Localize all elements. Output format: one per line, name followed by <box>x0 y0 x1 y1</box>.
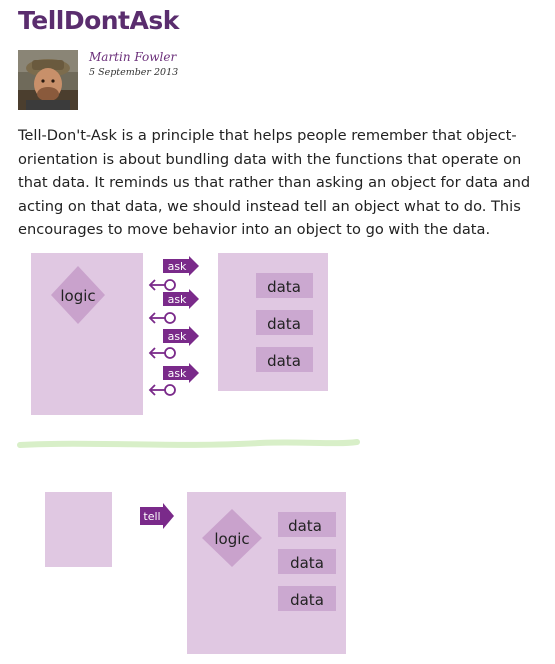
return-arrow <box>148 384 176 396</box>
logic-diamond <box>51 266 105 324</box>
data-block <box>278 586 336 611</box>
ask-label: ask <box>168 260 187 273</box>
ask-arrow: ask <box>163 256 199 276</box>
page-title: TellDontAsk <box>18 6 179 35</box>
ask-arrow: ask <box>163 326 199 346</box>
data-label: data <box>290 591 324 609</box>
data-block <box>278 549 336 574</box>
ask-label: ask <box>168 330 187 343</box>
ask-arrow: ask <box>163 363 199 383</box>
return-arrow <box>148 312 176 324</box>
tell-arrow: tell <box>140 503 174 529</box>
data-label: data <box>267 315 301 333</box>
data-label: data <box>288 517 322 535</box>
author-name[interactable]: Martin Fowler <box>89 50 177 64</box>
data-block <box>256 347 313 372</box>
intro-paragraph: Tell-Don't-Ask is a principle that helps… <box>18 127 531 239</box>
data-label: data <box>267 352 301 370</box>
logic-label: logic <box>214 530 249 548</box>
caller-box <box>45 492 112 567</box>
data-block <box>256 310 313 335</box>
data-label: data <box>290 554 324 572</box>
data-block <box>256 273 313 298</box>
return-arrow <box>148 347 176 359</box>
ask-label: ask <box>168 293 187 306</box>
tell-dont-ask-diagram: logic data data data ask ask ask ask <box>17 253 360 654</box>
tell-label: tell <box>143 510 160 523</box>
ask-arrow: ask <box>163 289 199 309</box>
publish-date: 5 September 2013 <box>89 67 179 78</box>
logic-diamond <box>202 509 262 567</box>
data-block <box>278 512 336 537</box>
data-label: data <box>267 278 301 296</box>
return-arrow <box>148 279 176 291</box>
ask-label: ask <box>168 367 187 380</box>
author-photo <box>18 50 78 110</box>
section-divider <box>17 439 360 448</box>
logic-label: logic <box>60 287 95 305</box>
